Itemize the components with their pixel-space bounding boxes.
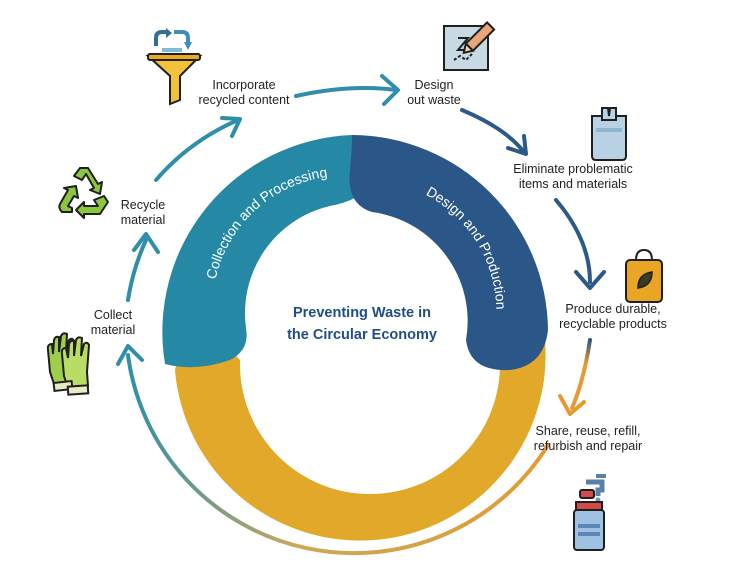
arrowhead-incorporate — [220, 116, 242, 138]
arrow-bottom-to-collect — [126, 353, 550, 556]
arrow-design-to-eliminate — [460, 108, 526, 154]
arrowhead-recycle — [132, 232, 160, 254]
outer-cycle-arrows — [116, 74, 606, 556]
step-share-label: Share, reuse, refill, refurbish and repa… — [533, 424, 643, 453]
arrow-eliminate-to-produce — [554, 198, 592, 284]
step-incorporate-label: Incorporate recycled content — [198, 78, 290, 107]
arrow-recycle-to-incorporate — [154, 118, 240, 182]
segment-design-and-production — [349, 135, 548, 371]
segment-purchasing-and-use — [175, 340, 546, 541]
arrow-collect-to-recycle — [126, 238, 148, 302]
design-pencil-icon — [443, 21, 496, 71]
step-design-label: Design out waste — [407, 78, 461, 107]
arrowhead-eliminate — [506, 134, 528, 156]
ring-center-hole — [256, 226, 464, 434]
step-collect-label: Collect material — [90, 308, 136, 337]
gloves-icon — [46, 332, 91, 396]
ring — [162, 135, 548, 541]
segment-collection-and-processing — [162, 135, 376, 368]
arrow-incorporate-to-design — [294, 86, 398, 98]
step-recycle-label: Recycle material — [120, 198, 166, 227]
plastic-bag-icon — [591, 107, 627, 161]
segment-label-purchasing: Purchasing and Use — [300, 429, 424, 464]
recycle-symbol-icon — [58, 167, 109, 219]
arrow-produce-to-share — [570, 338, 592, 410]
step-eliminate-label: Eliminate problematic items and material… — [513, 162, 633, 191]
arrowhead-design — [380, 74, 400, 106]
shopping-bag-icon — [625, 248, 663, 303]
refill-station-icon — [573, 474, 606, 551]
step-produce-label: Produce durable, recyclable products — [559, 302, 667, 331]
center-title: Preventing Waste in the Circular Economy — [287, 305, 437, 343]
arrowhead-produce — [574, 270, 606, 290]
arrowhead-collect — [116, 344, 144, 366]
arrowhead-share — [558, 394, 586, 416]
funnel-recycle-icon — [145, 28, 203, 106]
